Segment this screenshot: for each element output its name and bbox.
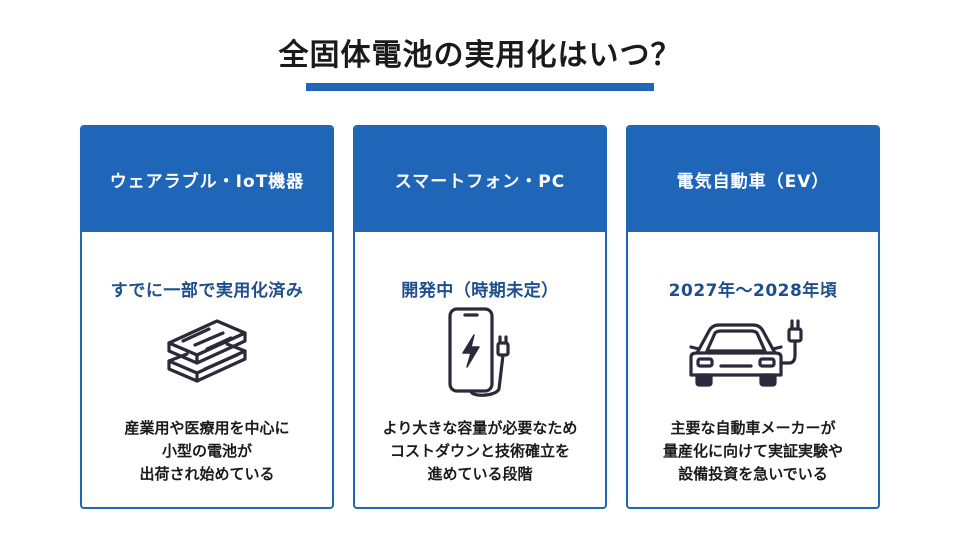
card-electric-vehicle: 電気自動車（EV） 2027年～2028年頃 主要な自動車メーカーが xyxy=(626,125,880,509)
title-underline xyxy=(306,83,654,91)
card-description: 産業用や医療用を中心に 小型の電池が 出荷され始めている xyxy=(124,419,290,483)
electric-car-icon xyxy=(628,305,878,397)
card-wearable-iot: ウェアラブル・IoT機器 すでに一部で実用化済み 産業用や医療用を中心に 小型の… xyxy=(80,125,334,509)
card-heading: 電気自動車（EV） xyxy=(628,127,878,232)
charging-phone-icon xyxy=(355,305,605,397)
battery-stack-icon xyxy=(82,305,332,397)
card-status: すでに一部で実用化済み xyxy=(110,281,304,301)
card-status: 開発中（時期未定） xyxy=(401,281,559,301)
card-heading: ウェアラブル・IoT機器 xyxy=(82,127,332,232)
page-title: 全固体電池の実用化はいつ？ xyxy=(278,38,682,73)
card-smartphone-pc: スマートフォン・PC 開発中（時期未定） より大きな容量が必要なため コストダウ… xyxy=(353,125,607,509)
card-heading: スマートフォン・PC xyxy=(355,127,605,232)
card-status: 2027年～2028年頃 xyxy=(668,281,838,301)
card-description: 主要な自動車メーカーが 量産化に向けて実証実験や 設備投資を急いでいる xyxy=(662,419,843,483)
card-description: より大きな容量が必要なため コストダウンと技術確立を 進めている段階 xyxy=(382,419,578,483)
